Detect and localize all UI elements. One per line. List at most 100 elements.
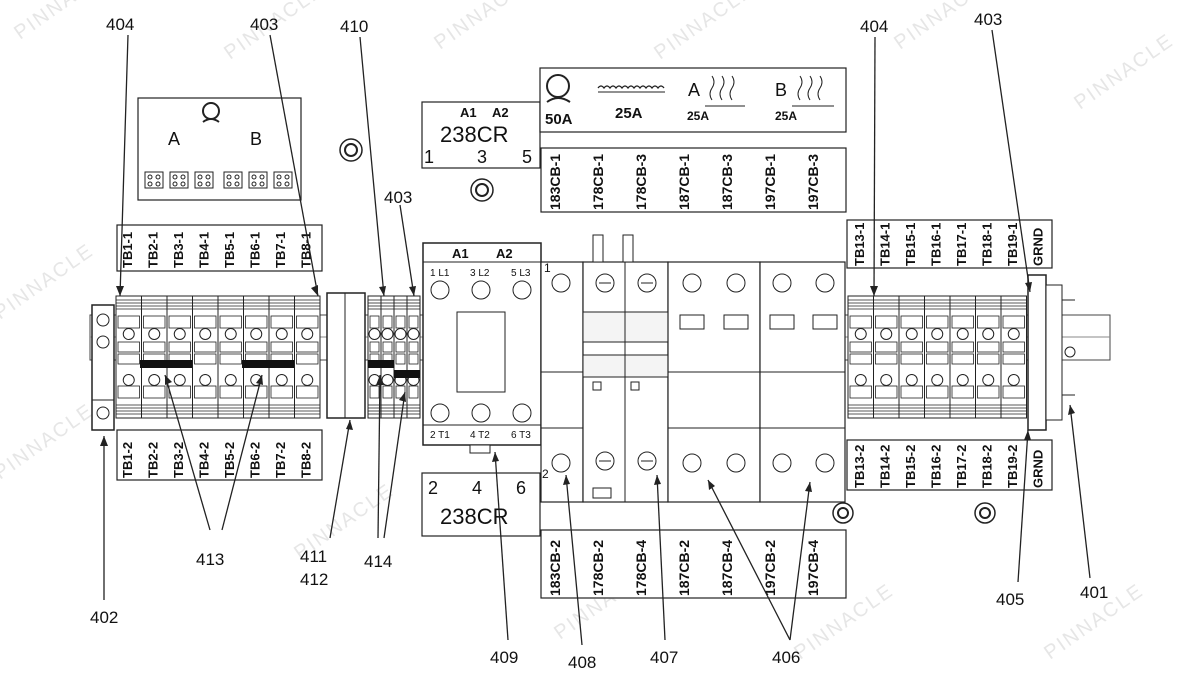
watermark-text: PINNACLE <box>0 400 98 485</box>
heater-a-icon <box>705 75 745 107</box>
callout-404: 404 <box>106 15 134 34</box>
cb-label: 197CB-4 <box>805 540 821 596</box>
mounting-screw <box>974 502 996 524</box>
contactor-238cr: A1 A2 1 L1 3 L2 5 L3 2 T1 4 T2 6 T3 <box>422 242 542 454</box>
contactor-l2: 3 L2 <box>470 268 490 279</box>
terminal-block <box>294 295 321 419</box>
cb-label: 178CB-1 <box>590 154 606 210</box>
jumper-bar <box>242 360 294 368</box>
tb-label: TB4-1 <box>197 232 212 268</box>
tb-label: TB2-2 <box>146 442 161 478</box>
legend-25a: 25A <box>615 105 643 122</box>
arrowheads <box>100 282 1075 492</box>
breaker-187cb <box>667 261 761 503</box>
terminal-block <box>115 295 142 419</box>
callout-406: 406 <box>772 648 800 667</box>
terminal-block <box>393 295 408 419</box>
terminal-block <box>975 295 1002 419</box>
tb-label: TB2-1 <box>146 232 161 268</box>
end-stop-right <box>1027 274 1076 431</box>
cb-label: 178CB-4 <box>633 540 649 596</box>
cb-label: 197CB-3 <box>805 154 821 210</box>
tb-label: TB19-2 <box>1005 445 1020 488</box>
cb-label: 178CB-2 <box>590 540 606 596</box>
cb-label: 187CB-3 <box>719 154 735 210</box>
cb-label: 197CB-2 <box>762 540 778 596</box>
terminal-pictogram <box>223 171 243 189</box>
watermark-text: PINNACLE <box>430 0 538 54</box>
ring-terminal-icon <box>202 102 220 123</box>
contactor-label-bottom: 2 4 6 238CR <box>421 472 541 537</box>
callout-413: 413 <box>196 550 224 569</box>
label-pin-3: 3 <box>477 147 487 167</box>
terminal-pictogram <box>273 171 293 189</box>
breaker-mark-1: 1 <box>544 261 551 275</box>
label-pin-1: 1 <box>424 147 434 167</box>
cb-label: 187CB-2 <box>676 540 692 596</box>
contactor-a2: A2 <box>496 246 513 261</box>
terminal-block <box>192 295 219 419</box>
terminal-block <box>367 295 382 419</box>
tb-label: TB15-1 <box>903 223 918 266</box>
contactor-l1: 1 L1 <box>430 268 450 279</box>
terminal-block <box>141 295 168 419</box>
tb-label: TB14-2 <box>878 445 893 488</box>
terminal-block <box>847 295 874 419</box>
tb-label: TB17-2 <box>954 445 969 488</box>
terminal-pictogram <box>169 171 189 189</box>
tb-label: GRND <box>1031 450 1046 488</box>
tb-label: TB8-1 <box>299 232 314 268</box>
tb-label: TB18-2 <box>980 445 995 488</box>
terminal-block <box>406 295 421 419</box>
leader-lines <box>103 29 1091 646</box>
watermark-text: PINNACLE <box>650 0 758 64</box>
callout-410: 410 <box>340 17 368 36</box>
jumper-bar <box>394 370 420 378</box>
mounting-screw <box>832 502 854 524</box>
callout-404: 404 <box>860 17 888 36</box>
label-a1: A1 <box>460 105 477 120</box>
legend-50a: 50A <box>545 111 573 128</box>
tb-label: TB6-1 <box>248 232 263 268</box>
watermark-text: PINNACLE <box>1070 30 1178 115</box>
tb-label: TB1-2 <box>120 442 135 478</box>
tb-label: TB1-1 <box>120 232 135 268</box>
legend-label-a: A <box>168 129 180 149</box>
mounting-screw <box>339 138 363 162</box>
cb-label: 187CB-4 <box>719 540 735 596</box>
tb-label: TB19-1 <box>1005 223 1020 266</box>
contactor-t2: 4 T2 <box>470 430 490 441</box>
legend-a-25a: 25A <box>687 109 709 123</box>
label-238cr-bottom: 238CR <box>440 504 508 529</box>
cb-label: 178CB-3 <box>633 154 649 210</box>
label-238cr-top: 238CR <box>440 122 508 147</box>
terminal-pictogram <box>194 171 214 189</box>
mounting-screw <box>470 178 494 202</box>
tb-label: TB15-2 <box>903 445 918 488</box>
cb-label: 197CB-1 <box>762 154 778 210</box>
callout-403: 403 <box>250 15 278 34</box>
callout-402: 402 <box>90 608 118 627</box>
breaker-mark-2: 2 <box>542 467 549 481</box>
tb-label: TB4-2 <box>197 442 212 478</box>
legend-right-b: B <box>775 80 787 100</box>
callout-407: 407 <box>650 648 678 667</box>
callout-408: 408 <box>568 653 596 672</box>
cb-label: 187CB-1 <box>676 154 692 210</box>
tb-label: TB6-2 <box>248 442 263 478</box>
callout-numbers: 404 403 410 403 404 403 402 413 411 412 … <box>90 10 1108 672</box>
callout-403: 403 <box>384 188 412 207</box>
legend-box-left: A B <box>137 97 302 201</box>
legend-right-a: A <box>688 80 700 100</box>
tb-label: GRND <box>1031 228 1046 266</box>
terminal-block-group-left <box>115 295 321 419</box>
tb-label: TB17-1 <box>954 223 969 266</box>
contactor-label-top: A1 A2 238CR 1 3 5 <box>421 101 541 169</box>
contactor-t3: 6 T3 <box>511 430 531 441</box>
terminal-block <box>924 295 951 419</box>
